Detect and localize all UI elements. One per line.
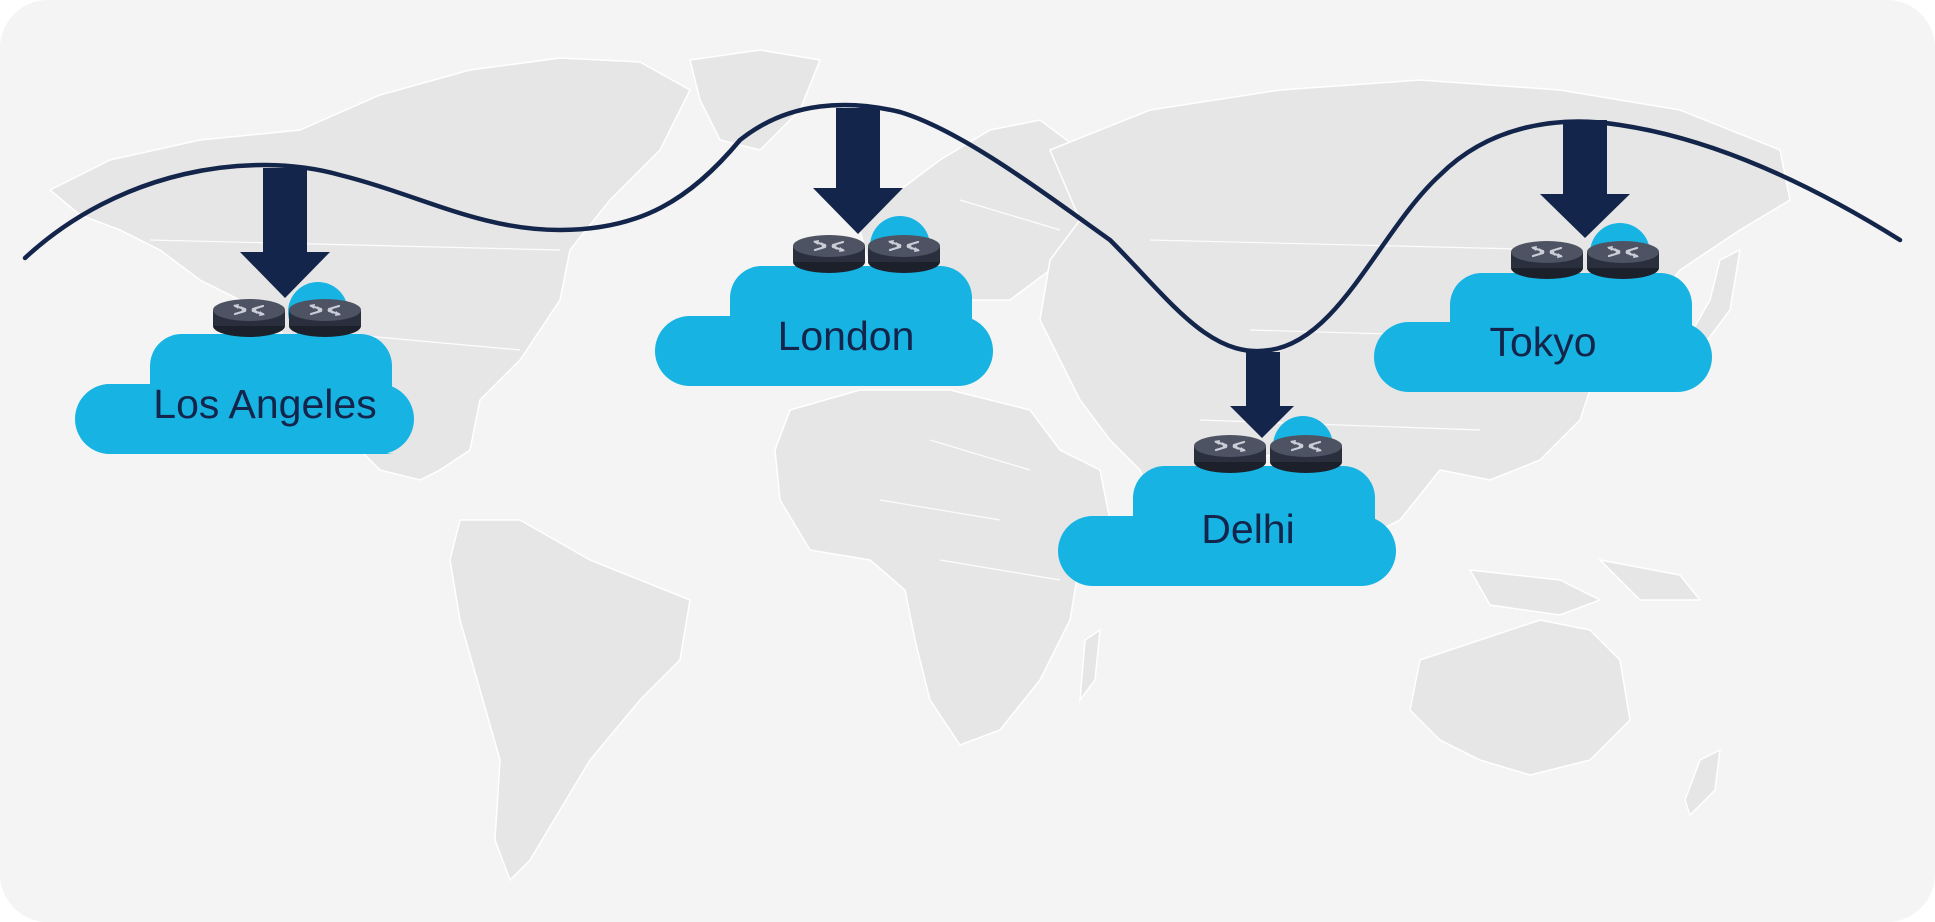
site-delhi: Delhi (1058, 352, 1396, 586)
site-label: London (778, 313, 915, 359)
south-america-landmass (449, 519, 691, 882)
new-zealand-landmass (1684, 748, 1721, 817)
north-america-landmass (48, 57, 691, 481)
site-london: London (655, 108, 993, 386)
down-arrow-head (813, 188, 903, 234)
router-icon (1268, 433, 1344, 475)
site-label: Delhi (1201, 506, 1294, 552)
router-icon (211, 297, 287, 339)
wan-connection-line (22, 102, 1903, 354)
down-arrow-shaft (263, 168, 307, 252)
router-icon (287, 297, 363, 339)
australia-landmass (1409, 619, 1631, 776)
router-icon (866, 233, 942, 275)
cloud-shape-top (149, 334, 392, 400)
down-arrow-shaft (1563, 120, 1607, 196)
cloud-shape (655, 316, 993, 386)
down-arrow-head (1230, 406, 1294, 438)
site-tokyo: Tokyo (1374, 120, 1712, 392)
router-icon (1509, 239, 1585, 281)
cloud-shape (1058, 516, 1396, 586)
new-guinea-landmass (1597, 558, 1702, 601)
cloud-shape-top (1133, 466, 1375, 530)
down-arrow-head (1540, 194, 1630, 238)
router-icon (1192, 433, 1268, 475)
down-arrow-shaft (836, 108, 880, 188)
site-los-angeles: Los Angeles (75, 168, 414, 454)
greenland-landmass (689, 49, 822, 151)
router-icon (791, 233, 867, 275)
africa-landmass (774, 389, 1111, 746)
madagascar-landmass (1079, 628, 1101, 703)
cloud-shape-top (1449, 273, 1692, 337)
site-label: Los Angeles (153, 381, 376, 427)
cloud-shape-top (729, 266, 972, 330)
site-label: Tokyo (1489, 319, 1596, 365)
southeast-asia-islands (1468, 569, 1602, 616)
router-icon (1585, 239, 1661, 281)
down-arrow-head (240, 252, 330, 298)
cloud-shape (1374, 322, 1712, 392)
down-arrow-shaft (1246, 352, 1280, 408)
